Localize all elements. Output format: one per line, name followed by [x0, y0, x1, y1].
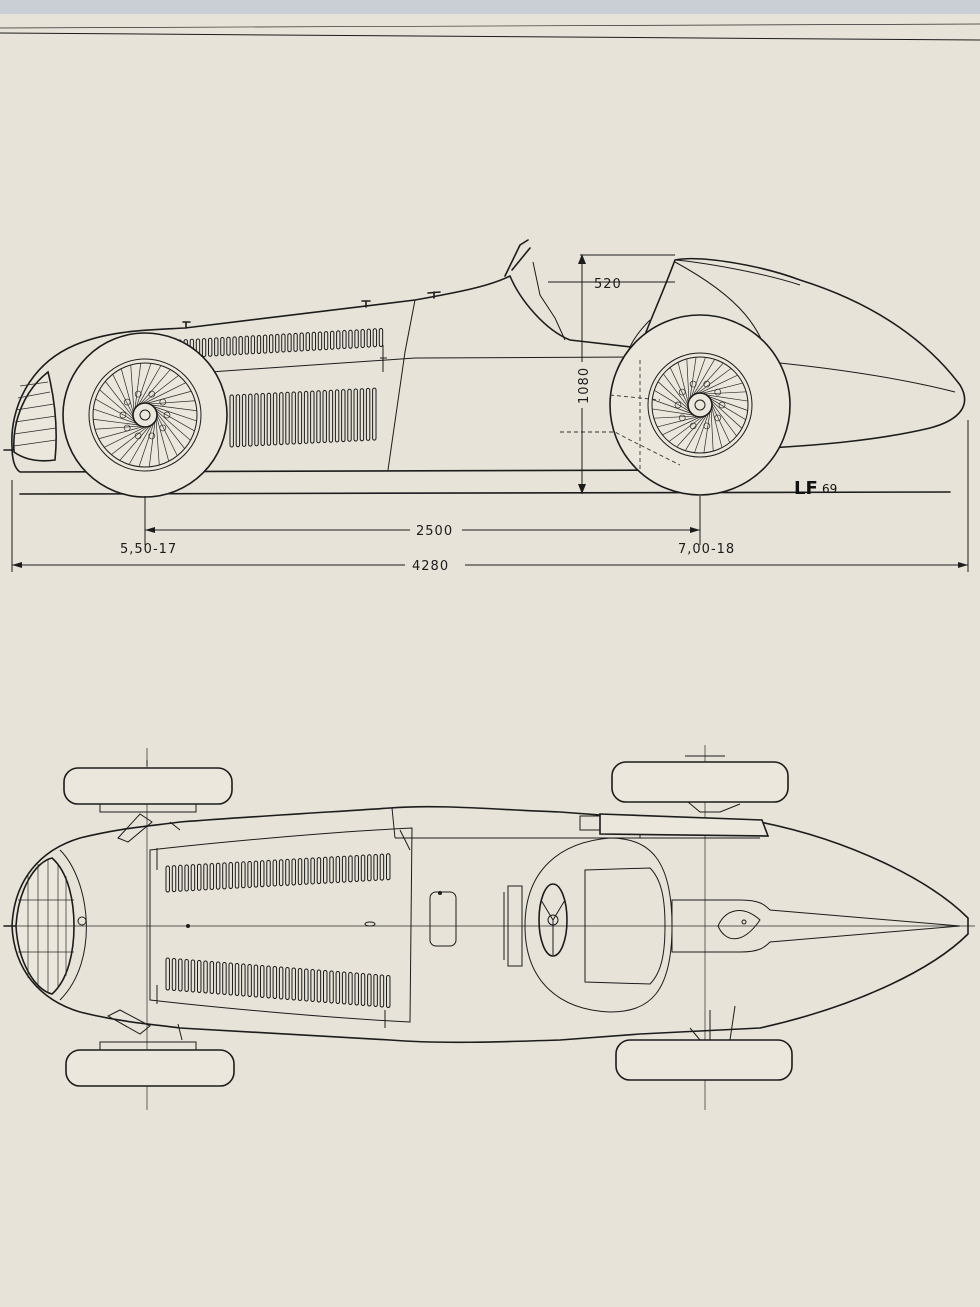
dim-overall-length: 4280: [11, 420, 969, 574]
badge: [77, 916, 87, 926]
dim-overall-height-label: 1080: [577, 367, 592, 404]
side-view: 520 1080 LF 69 2500 5,50-17 7,00-18: [3, 239, 969, 574]
signature: LF 69: [794, 478, 837, 499]
fuel-cap-panel: [429, 891, 457, 947]
dim-seat-height: 520: [548, 254, 675, 292]
dim-seat-height-label: 520: [594, 277, 622, 292]
ground-line: [19, 491, 951, 495]
rear-left-wheel-plan: [611, 755, 789, 813]
rear-wheel-side: [609, 314, 791, 496]
dim-overall-height: 1080: [577, 254, 592, 494]
plan-body-outline: [11, 805, 969, 1044]
side-belt-line: [209, 356, 956, 393]
dim-overall-length-label: 4280: [412, 559, 449, 574]
body-fasteners: [156, 829, 411, 1028]
front-right-wheel-plan: [65, 1009, 235, 1087]
plan-view: [3, 745, 975, 1110]
signature-year: 69: [822, 482, 837, 496]
dim-wheelbase-label: 2500: [416, 524, 453, 539]
exhaust-pipe: [599, 813, 770, 837]
windscreen-plan: [503, 885, 523, 967]
side-body-outline: [11, 257, 966, 473]
tail-filler: [717, 910, 761, 940]
bonnet-catch: [364, 921, 376, 927]
rear-tire-label: 7,00-18: [678, 542, 735, 557]
bonnet-latch: [380, 345, 387, 372]
front-left-wheel-plan: [63, 760, 233, 843]
steering-column: [532, 261, 566, 341]
steering-wheel: [538, 883, 568, 957]
tail-cone: [671, 899, 961, 953]
side-louvres-lower: [229, 387, 377, 448]
bonnet-panel: [149, 827, 413, 1023]
front-wheel-side: [62, 332, 228, 498]
filler-caps: [182, 291, 441, 329]
plan-grille: [15, 857, 75, 995]
sheet-frame: [0, 0, 980, 41]
side-grille: [13, 370, 57, 462]
front-tire-label: 5,50-17: [120, 542, 177, 557]
signature-initials: LF: [794, 478, 818, 499]
rear-right-wheel-plan: [615, 1005, 793, 1081]
hidden-chassis-lines: [560, 360, 681, 470]
plan-louvres-upper: [165, 853, 391, 893]
plan-louvres-lower: [165, 957, 391, 1008]
side-panel-seam: [387, 299, 416, 471]
cockpit: [503, 837, 673, 1013]
windscreen: [504, 239, 531, 277]
dim-wheelbase: 2500: [144, 496, 701, 545]
side-louvres-upper: [177, 327, 384, 359]
